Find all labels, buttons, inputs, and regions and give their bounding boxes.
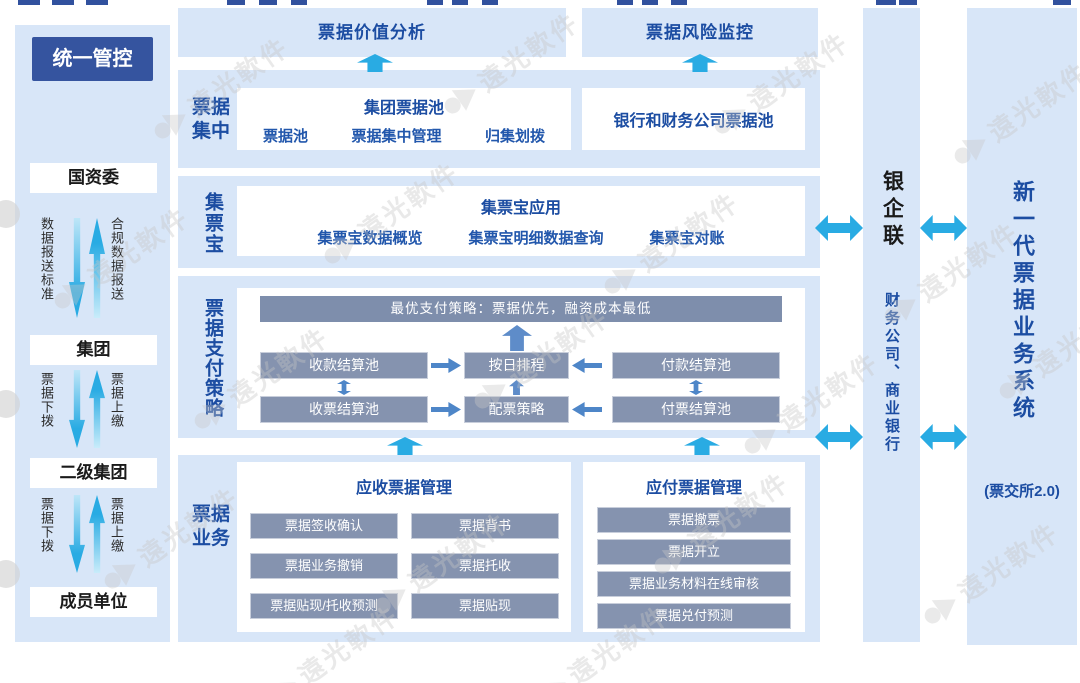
bill-business-cancel-button[interactable]: 票据业务撤销 (250, 553, 398, 579)
down-arrow-icon (69, 495, 85, 573)
node-group: 集团 (30, 335, 157, 365)
menu-item[interactable]: 集票宝对账 (649, 230, 725, 247)
strategy-banner: 最优支付策略：票据优先，融资成本最低 (260, 296, 782, 322)
down-arrow-icon (69, 218, 85, 318)
vertical-double-arrow-icon (689, 380, 703, 395)
payable-bills-box: 应付票据管理 票据撤票 票据开立 票据业务材料在线审核 票据兑付预测 (583, 462, 805, 632)
bill-allocation-strategy[interactable]: 配票策略 (464, 396, 569, 423)
bill-receipt-settlement-pool[interactable]: 收票结算池 (260, 396, 428, 423)
new-system-column: 新一代票据业务系统 (票交所2.0) (967, 8, 1077, 645)
down-arrow-icon (69, 370, 85, 448)
watermark-logo-icon (271, 681, 296, 683)
section-label: 票据业务 (191, 504, 230, 549)
flow-up-label: 票据上缴 (109, 372, 124, 428)
bill-payment-forecast-button[interactable]: 票据兑付预测 (597, 603, 791, 629)
bank-finance-pool-title: 银行和财务公司票据池 (613, 113, 774, 130)
payable-title: 应付票据管理 (645, 480, 742, 497)
bill-discount-forecast-button[interactable]: 票据贴现/托收预测 (250, 593, 398, 619)
up-arrow-icon (89, 218, 105, 318)
section-label: 票据集中 (191, 97, 230, 142)
new-system-subtitle: (票交所2.0) (984, 483, 1060, 500)
flow-down-label: 数据报送标准 (39, 217, 54, 301)
bill-endorsement-button[interactable]: 票据背书 (411, 513, 559, 539)
jipiaobao-app-box: 集票宝应用 集票宝数据概览 集票宝明细数据查询 集票宝对账 (237, 186, 805, 256)
node-sub-group: 二级集团 (30, 458, 157, 488)
jipiaobao-app-title: 集票宝应用 (480, 200, 561, 217)
bill-payment-settlement-pool[interactable]: 付票结算池 (612, 396, 780, 423)
up-arrow-icon (387, 437, 423, 455)
double-arrow-icon (815, 215, 863, 241)
left-arrow-icon (572, 358, 602, 373)
section-payment-strategy: 票据支付策略 最优支付策略：票据优先，融资成本最低 收款结算池 按日排程 付款结… (178, 276, 820, 438)
node-member-unit: 成员单位 (30, 587, 157, 617)
bank-enterprise-column: 银企联 财务公司、商业银行 (863, 8, 920, 642)
value-analysis-banner: 票据价值分析 (178, 8, 566, 57)
bill-withdraw-button[interactable]: 票据撤票 (597, 507, 791, 533)
section-jipiaobao: 集票宝 集票宝应用 集票宝数据概览 集票宝明细数据查询 集票宝对账 (178, 176, 820, 268)
menu-item[interactable]: 归集划拨 (484, 128, 545, 145)
bank-enterprise-title: 银企联 (880, 170, 904, 251)
receipt-settlement-pool[interactable]: 收款结算池 (260, 352, 428, 379)
unified-control-header: 统一管控 (32, 37, 153, 81)
up-arrow-icon (509, 380, 524, 395)
flow-down-label: 票据下拨 (39, 372, 54, 428)
double-arrow-icon (815, 424, 863, 450)
payment-settlement-pool[interactable]: 付款结算池 (612, 352, 780, 379)
up-arrow-icon (89, 370, 105, 448)
receivable-title: 应收票据管理 (355, 480, 452, 497)
section-label: 集票宝 (202, 191, 223, 255)
right-arrow-icon (431, 358, 461, 373)
group-bill-pool-title: 集团票据池 (363, 100, 444, 117)
daily-scheduling[interactable]: 按日排程 (464, 352, 569, 379)
risk-monitor-banner: 票据风险监控 (582, 8, 818, 57)
flow-down-label: 票据下拨 (39, 497, 54, 553)
up-arrow-icon (89, 495, 105, 573)
bank-finance-pool-box: 银行和财务公司票据池 (582, 88, 805, 150)
governance-panel: 统一管控 国资委 数据报送标准 合规数据报送 集团 票据下拨 票据上缴 二级集团… (15, 25, 170, 642)
menu-item[interactable]: 集票宝明细数据查询 (468, 230, 604, 247)
double-arrow-icon (920, 215, 967, 241)
new-system-title: 新一代票据业务系统 (1010, 180, 1035, 423)
up-arrow-icon (502, 325, 532, 351)
bank-enterprise-subtitle: 财务公司、商业银行 (883, 292, 900, 454)
vertical-double-arrow-icon (337, 380, 351, 395)
watermark-logo-icon (541, 681, 566, 683)
menu-item[interactable]: 集票宝数据概览 (317, 230, 423, 247)
receivable-bills-box: 应收票据管理 票据签收确认 票据背书 票据业务撤销 票据托收 票据贴现/托收预测… (237, 462, 571, 632)
node-sasac: 国资委 (30, 163, 157, 193)
left-arrow-icon (572, 402, 602, 417)
bill-receipt-confirm-button[interactable]: 票据签收确认 (250, 513, 398, 539)
bill-discount-button[interactable]: 票据贴现 (411, 593, 559, 619)
up-arrow-icon (684, 437, 720, 455)
payment-strategy-box: 最优支付策略：票据优先，融资成本最低 收款结算池 按日排程 付款结算池 收票结算… (237, 288, 805, 430)
bill-collection-button[interactable]: 票据托收 (411, 553, 559, 579)
section-bill-concentration: 票据集中 集团票据池 票据池 票据集中管理 归集划拨 银行和财务公司票据池 (178, 70, 820, 168)
section-label: 票据支付策略 (202, 298, 223, 418)
menu-item[interactable]: 票据集中管理 (351, 128, 442, 145)
section-bill-business: 票据业务 应收票据管理 票据签收确认 票据背书 票据业务撤销 票据托收 票据贴现… (178, 455, 820, 642)
group-bill-pool-box: 集团票据池 票据池 票据集中管理 归集划拨 (237, 88, 571, 150)
menu-item[interactable]: 票据池 (263, 128, 309, 145)
flow-up-label: 合规数据报送 (109, 217, 124, 301)
flow-up-label: 票据上缴 (109, 497, 124, 553)
right-arrow-icon (431, 402, 461, 417)
watermark-logo-icon (924, 598, 956, 624)
double-arrow-icon (920, 424, 967, 450)
bill-material-review-button[interactable]: 票据业务材料在线审核 (597, 571, 791, 597)
bill-issue-button[interactable]: 票据开立 (597, 539, 791, 565)
